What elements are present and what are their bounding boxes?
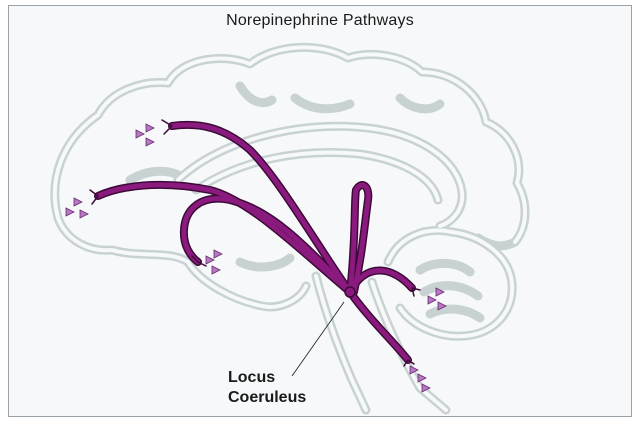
terminal-markers (65, 123, 447, 393)
locus-coeruleus-marker (344, 286, 356, 298)
figure-title: Norepinephrine Pathways (226, 12, 414, 29)
locus-leader-line (291, 301, 345, 377)
pathway-bundle (89, 119, 421, 367)
locus-label-line2: Coeruleus (228, 389, 307, 406)
locus-label-line1: Locus (228, 369, 276, 386)
